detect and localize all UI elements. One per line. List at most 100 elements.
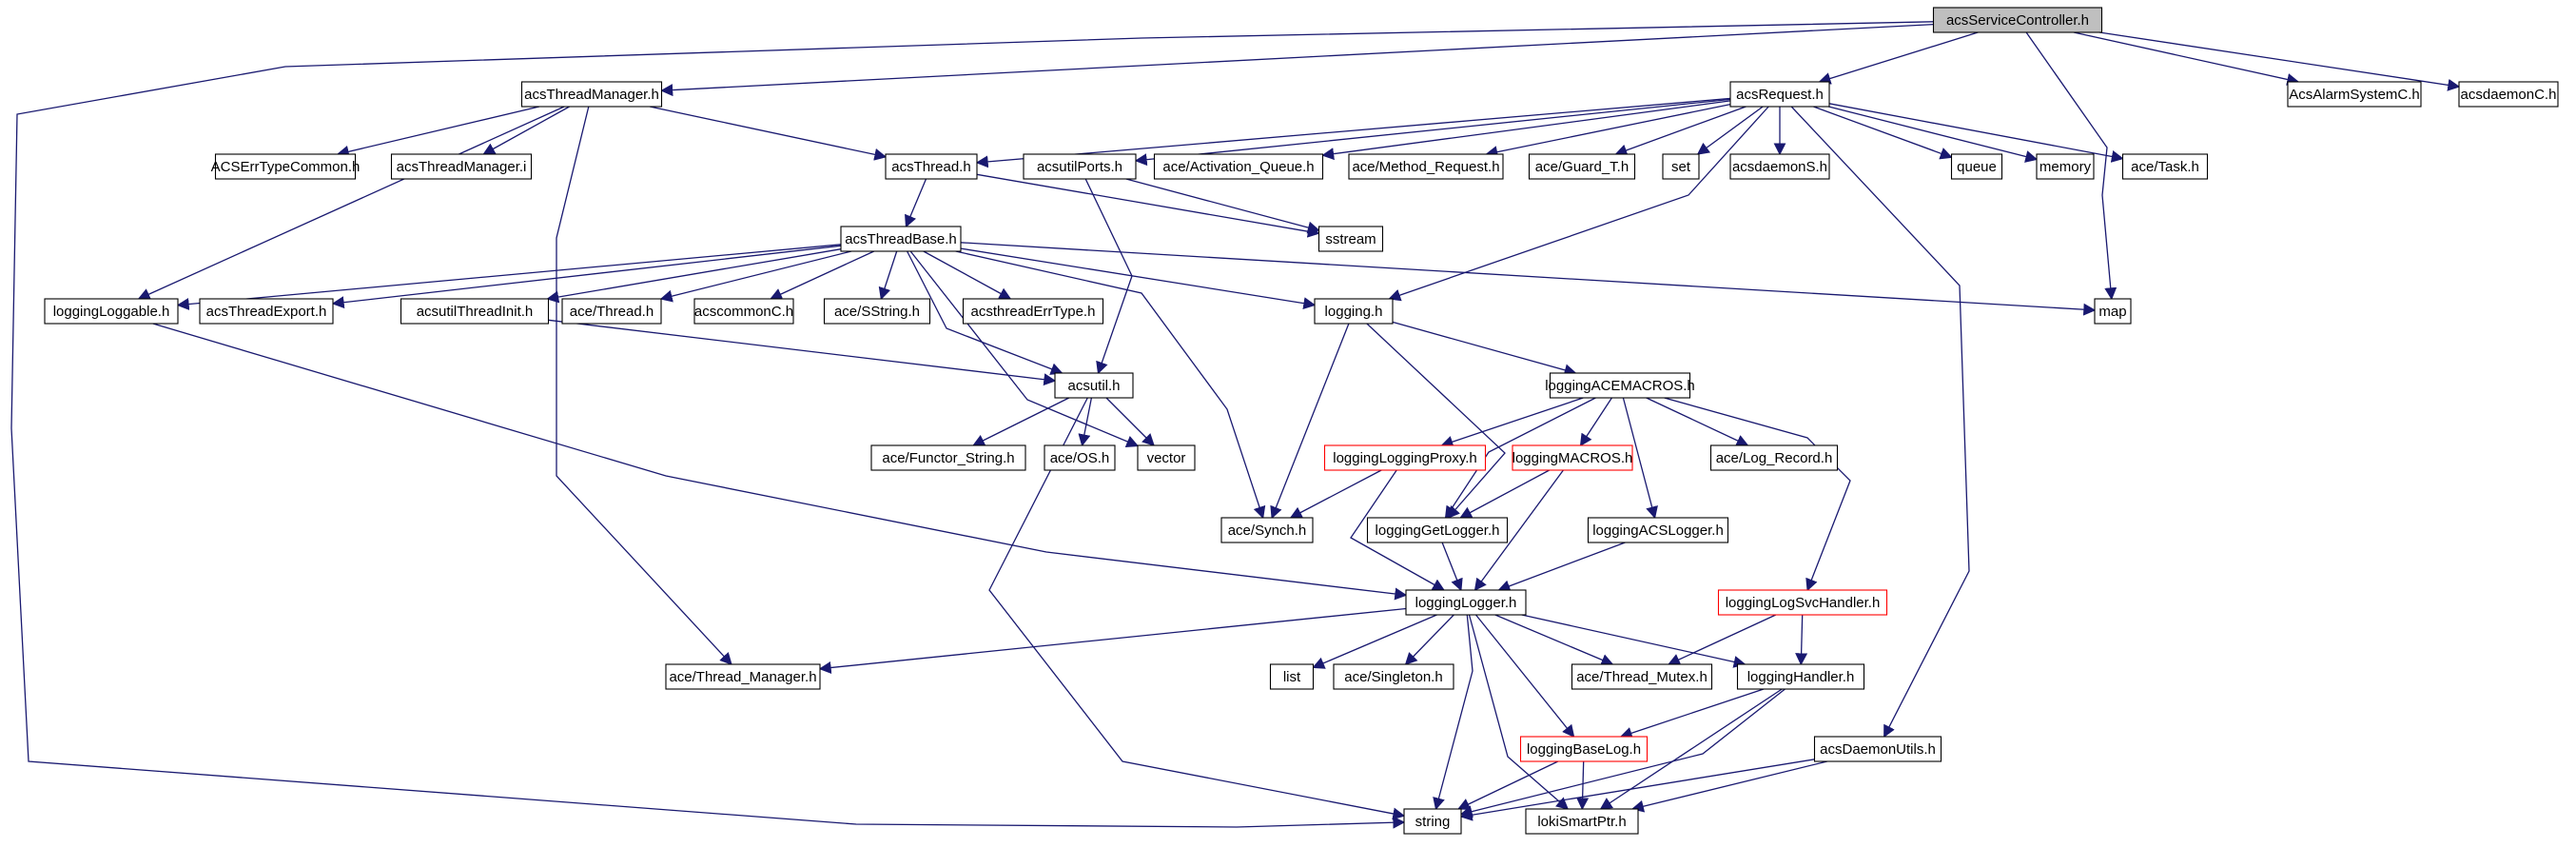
node-svchandler[interactable]: loggingLogSvcHandler.h (1717, 589, 1888, 616)
edge-thrbase-to-synch (955, 250, 1266, 520)
node-queue: queue (1950, 153, 2003, 180)
edge-logmacros-to-logger (1473, 469, 1564, 592)
node-box-ports[interactable] (1023, 153, 1137, 180)
node-box-logging[interactable] (1314, 298, 1394, 325)
node-box-alarmc[interactable] (2287, 81, 2422, 108)
node-box-list (1269, 663, 1315, 690)
node-thrmgri[interactable]: acsThreadManager.i (390, 153, 533, 180)
node-vector: vector (1137, 444, 1196, 471)
node-acserr[interactable]: ACSErrTypeCommon.h (211, 153, 361, 180)
node-label-vector: vector (1147, 450, 1186, 466)
node-label-thrmgr: acsThreadManager.h (524, 87, 659, 103)
node-box-thrbase[interactable] (840, 226, 962, 252)
node-logmacros[interactable]: loggingMACROS.h (1512, 444, 1633, 471)
node-acslogger[interactable]: loggingACSLogger.h (1587, 517, 1729, 543)
node-ports[interactable]: acsutilPorts.h (1023, 153, 1137, 180)
node-daemonutils[interactable]: acsDaemonUtils.h (1813, 736, 1942, 762)
node-logging[interactable]: logging.h (1314, 298, 1394, 325)
node-label-task: ace/Task.h (2131, 159, 2199, 175)
edge-daemonutils-to-string (1459, 759, 1815, 821)
node-thrmgr[interactable]: acsThreadManager.h (520, 81, 663, 108)
node-box-task (2121, 153, 2209, 180)
node-loki[interactable]: lokiSmartPtr.h (1525, 808, 1639, 835)
edge-thrmgr-to-acethrmgr (556, 106, 732, 665)
node-box-acserr[interactable] (214, 153, 357, 180)
edge-request-to-guard (1614, 106, 1747, 157)
node-label-guard: ace/Guard_T.h (1535, 159, 1629, 175)
node-logproxy[interactable]: loggingLoggingProxy.h (1323, 444, 1487, 471)
node-acemacros[interactable]: loggingACEMACROS.h (1545, 372, 1695, 399)
node-label-logging: logging.h (1325, 304, 1383, 320)
node-box-request[interactable] (1729, 81, 1830, 108)
node-label-methreq: ace/Method_Request.h (1352, 159, 1499, 175)
node-memory: memory (2036, 153, 2095, 180)
node-label-list: list (1283, 669, 1301, 685)
node-box-threxport[interactable] (199, 298, 334, 325)
edge-thrbase-to-sstring (878, 250, 898, 301)
node-box-acemacros[interactable] (1549, 372, 1691, 399)
node-alarmc[interactable]: AcsAlarmSystemC.h (2287, 81, 2422, 108)
node-box-daemonutils[interactable] (1813, 736, 1942, 762)
node-box-thrinit[interactable] (400, 298, 550, 325)
node-box-thrmgri[interactable] (390, 153, 533, 180)
node-box-logproxy[interactable] (1323, 444, 1487, 471)
node-box-sstring (823, 298, 931, 325)
node-acethread: ace/Thread.h (561, 298, 662, 325)
edge-logging-to-synch (1270, 323, 1350, 520)
node-label-string: string (1415, 814, 1451, 830)
node-thread[interactable]: acsThread.h (885, 153, 978, 180)
node-threrr[interactable]: acsthreadErrType.h (962, 298, 1104, 325)
edge-svc-to-map (2025, 31, 2117, 301)
node-box-logger[interactable] (1405, 589, 1527, 616)
node-daemonc[interactable]: acsdaemonC.h (2458, 81, 2559, 108)
node-acsutil[interactable]: acsutil.h (1054, 372, 1134, 399)
node-box-loggable[interactable] (44, 298, 179, 325)
node-box-daemonc[interactable] (2458, 81, 2559, 108)
node-label-thrmgri: acsThreadManager.i (397, 159, 527, 175)
node-box-thread[interactable] (885, 153, 978, 180)
node-box-svchandler[interactable] (1717, 589, 1888, 616)
node-thrbase[interactable]: acsThreadBase.h (840, 226, 962, 252)
node-threxport[interactable]: acsThreadExport.h (199, 298, 334, 325)
edge-loggable-to-logger (152, 323, 1408, 601)
node-box-acethrmgr (665, 663, 821, 690)
node-box-string (1403, 808, 1462, 835)
node-box-loki[interactable] (1525, 808, 1639, 835)
node-set: set (1662, 153, 1700, 180)
edge-thrbase-to-loggable (176, 244, 842, 311)
node-label-threxport: acsThreadExport.h (206, 304, 327, 320)
node-box-handler[interactable] (1736, 663, 1865, 690)
edge-acemacros-to-svchandler (1664, 397, 1851, 592)
edge-acsutil-to-functor (972, 397, 1070, 446)
node-box-acslogger[interactable] (1587, 517, 1729, 543)
node-box-logmacros[interactable] (1512, 444, 1633, 471)
node-map: map (2094, 298, 2132, 325)
node-acethrmgr: ace/Thread_Manager.h (665, 663, 821, 690)
node-logger[interactable]: loggingLogger.h (1405, 589, 1527, 616)
node-box-acscommon[interactable] (693, 298, 794, 325)
node-box-acsutil[interactable] (1054, 372, 1134, 399)
edge-ports-to-sstream (1125, 178, 1320, 234)
node-daemons[interactable]: acsdaemonS.h (1729, 153, 1830, 180)
node-label-thread: acsThread.h (891, 159, 970, 175)
edge-svc-to-thrmgr (660, 23, 1934, 97)
node-handler[interactable]: loggingHandler.h (1736, 663, 1865, 690)
node-box-baselog[interactable] (1519, 736, 1649, 762)
node-box-thrmgr[interactable] (520, 81, 663, 108)
node-getlogger[interactable]: loggingGetLogger.h (1366, 517, 1509, 543)
node-thrinit[interactable]: acsutilThreadInit.h (400, 298, 550, 325)
node-box-svc (1932, 7, 2103, 33)
node-acscommon[interactable]: acscommonC.h (693, 298, 794, 325)
edge-request-to-ports (1134, 98, 1731, 167)
node-label-logger: loggingLogger.h (1415, 595, 1517, 611)
edge-thrmgr-to-thread (649, 106, 888, 161)
node-label-loki: lokiSmartPtr.h (1537, 814, 1626, 830)
node-box-actq (1153, 153, 1324, 180)
node-list: list (1269, 663, 1315, 690)
node-box-threrr[interactable] (962, 298, 1104, 325)
node-baselog[interactable]: loggingBaseLog.h (1519, 736, 1649, 762)
node-request[interactable]: acsRequest.h (1729, 81, 1830, 108)
node-box-getlogger[interactable] (1366, 517, 1509, 543)
node-loggable[interactable]: loggingLoggable.h (44, 298, 179, 325)
node-box-daemons[interactable] (1729, 153, 1830, 180)
